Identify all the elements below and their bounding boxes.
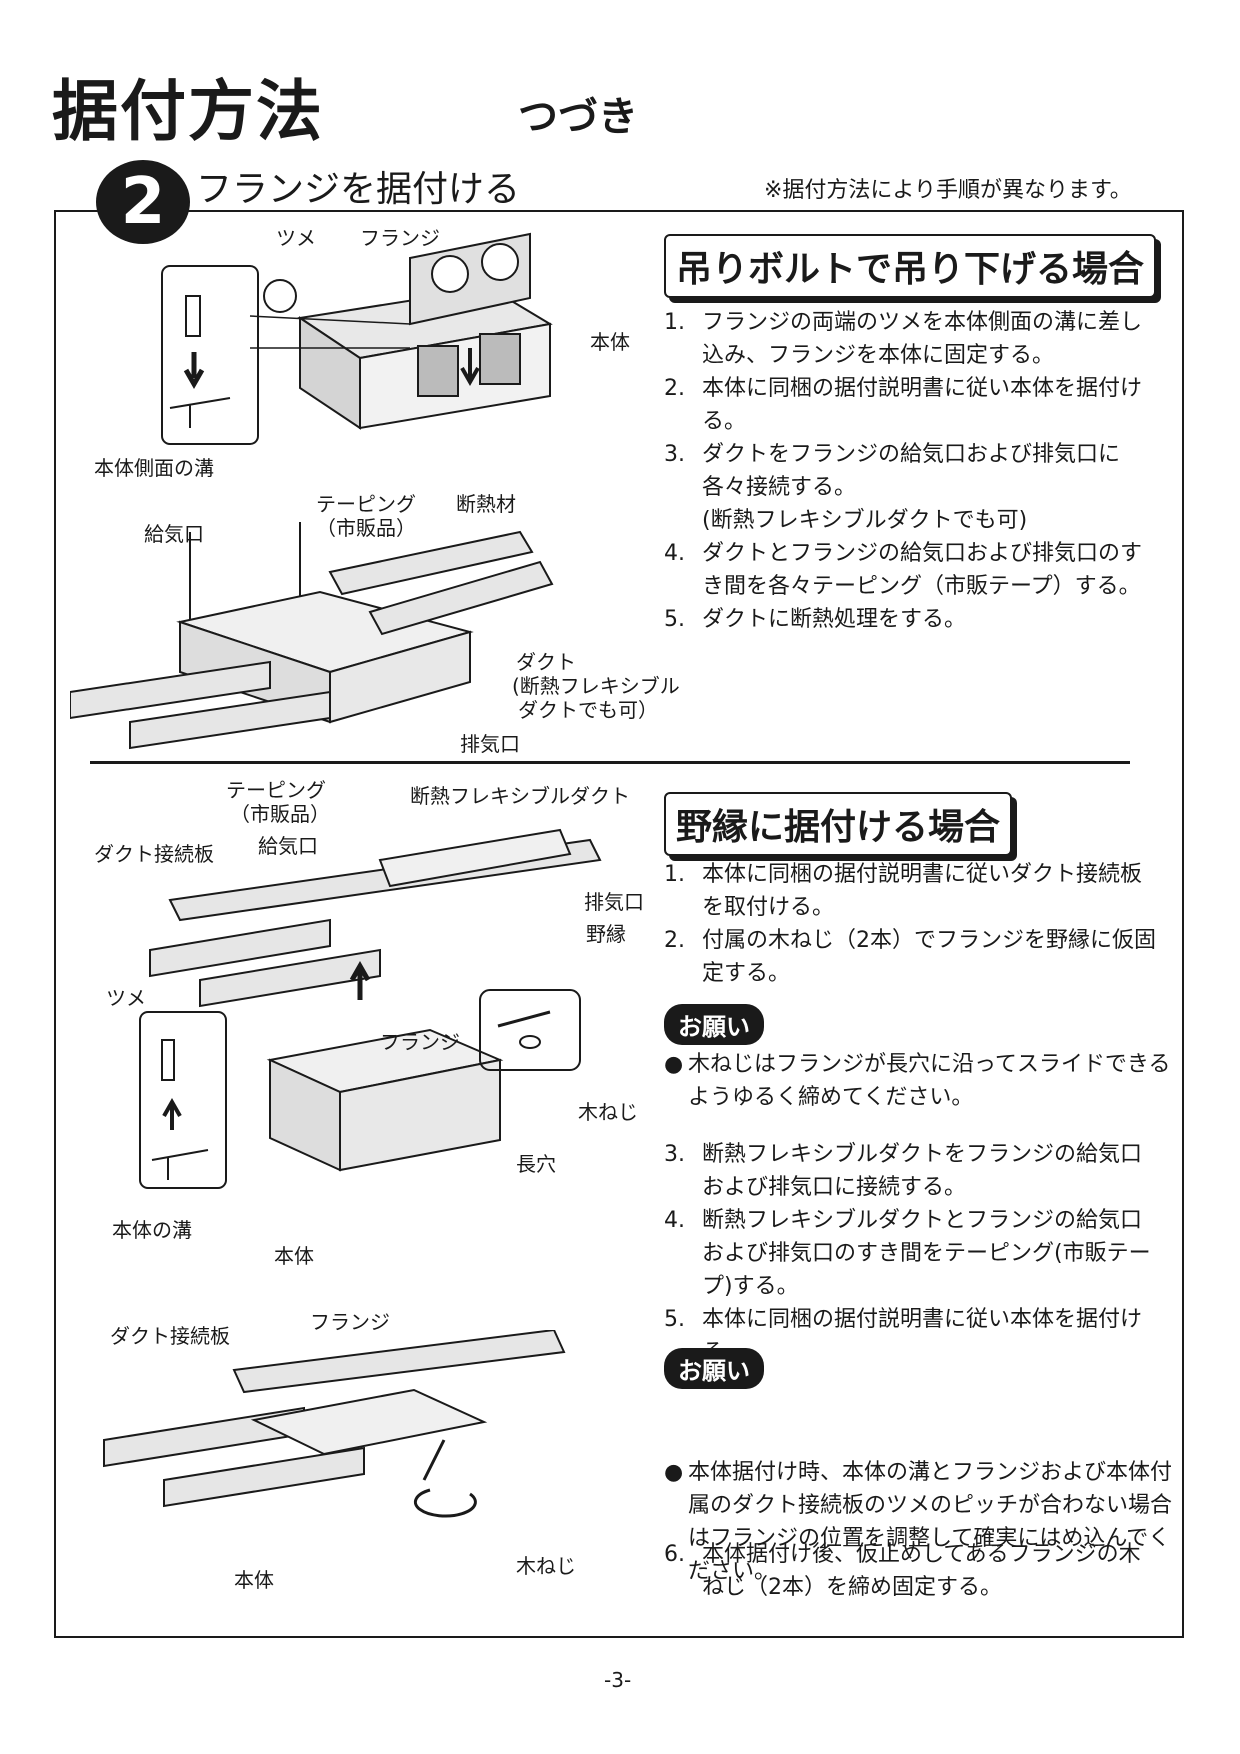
label-dannetsu: 断熱材 [456, 492, 516, 516]
step-note: ※据付方法により手順が異なります。 [764, 178, 1132, 203]
list-item: 4.断熱フレキシブルダクトとフランジの給気口および排気口のすき間をテーピング(市… [664, 1208, 1151, 1299]
notice-badge-2: お願い [664, 1348, 764, 1389]
label-kyuki: 給気口 [144, 522, 204, 546]
label-flange: フランジ [360, 226, 440, 250]
label-flange4: フランジ [310, 1310, 390, 1334]
list-item: 4.ダクトとフランジの給気口および排気口のすき間を各々テーピング（市販テープ）す… [664, 541, 1143, 599]
label-taping: テーピング [316, 492, 416, 516]
label-flange3: フランジ [380, 1030, 460, 1054]
page-number: -3- [604, 1668, 632, 1692]
page-title: 据付方法 [52, 73, 324, 150]
label-hontai-mizo2: 本体の溝 [112, 1218, 192, 1242]
hanging-bolt-diagram [70, 522, 554, 750]
page-subtitle: つづき [518, 94, 638, 140]
label-haiki: 排気口 [460, 732, 520, 756]
section2-steps-c: 6.本体据付け後、仮止めしてあるフランジの木ねじ（2本）を締め固定する。 [664, 1538, 1160, 1604]
label-haiki2: 排気口 [584, 890, 644, 914]
list-item: 1.フランジの両端のツメを本体側面の溝に差し込み、フランジを本体に固定する。 [664, 310, 1143, 368]
label-duct-sub2: ダクトでも可） [518, 698, 658, 722]
label-hontai4: 本体 [234, 1568, 274, 1592]
tsume-detail-diagram [139, 1011, 227, 1189]
list-item: (断熱フレキシブルダクトでも可) [702, 508, 1028, 533]
list-item: 3.断熱フレキシブルダクトをフランジの給気口および排気口に接続する。 [664, 1142, 1143, 1200]
label-mokuneji: 木ねじ [578, 1100, 638, 1124]
noen-final-diagram [103, 1330, 566, 1518]
step-title: フランジを据付ける [196, 169, 521, 210]
label-taping2: テーピング [226, 778, 326, 802]
section1-heading: 吊りボルトで吊り下げる場合 [664, 234, 1157, 298]
label-duct-plate2: ダクト接続板 [110, 1324, 230, 1348]
label-taping2-sub: （市販品） [230, 802, 330, 826]
list-item: 2.付属の木ねじ（2本）でフランジを野縁に仮固定する。 [664, 928, 1156, 986]
section-divider [90, 761, 1130, 764]
list-item: 5.ダクトに断熱処理をする。 [664, 607, 967, 632]
section2-heading: 野縁に据付ける場合 [664, 792, 1013, 856]
section2-steps-a: 1.本体に同梱の据付説明書に従いダクト接続板を取付ける。 2.付属の木ねじ（2本… [664, 858, 1160, 990]
label-tsume: ツメ [276, 226, 316, 250]
noen-install-diagram [149, 828, 602, 1172]
section1-steps: 1.フランジの両端のツメを本体側面の溝に差し込み、フランジを本体に固定する。 2… [664, 306, 1160, 636]
section2-steps-b: 3.断熱フレキシブルダクトをフランジの給気口および排気口に接続する。 4.断熱フ… [664, 1138, 1160, 1369]
label-hontai3: 本体 [274, 1244, 314, 1268]
notice-badge-1: お願い [664, 1004, 764, 1045]
label-flex-duct: 断熱フレキシブルダクト [410, 784, 630, 808]
label-nagaana: 長穴 [516, 1152, 556, 1176]
step-number-badge: 2 [96, 160, 190, 244]
label-hontai: 本体 [590, 330, 630, 354]
label-mokuneji2: 木ねじ [516, 1554, 576, 1578]
list-item: 2.本体に同梱の据付説明書に従い本体を据付ける。 [664, 376, 1143, 434]
label-kyuki2: 給気口 [258, 834, 318, 858]
label-duct-sub1: (断熱フレキシブル [512, 674, 680, 698]
label-hontai-mizo: 本体側面の溝 [94, 456, 214, 480]
list-item: 6.本体据付け後、仮止めしてあるフランジの木ねじ（2本）を締め固定する。 [664, 1542, 1141, 1600]
list-item: 1.本体に同梱の据付説明書に従いダクト接続板を取付ける。 [664, 862, 1143, 920]
flange-attach-diagram [161, 232, 553, 445]
content-frame [54, 210, 1184, 1638]
label-noen: 野縁 [586, 922, 626, 946]
label-tsume2: ツメ [106, 986, 146, 1010]
notice-text-1: ●木ねじはフランジが長穴に沿ってスライドできるようゆるく締めてください。 [664, 1052, 1171, 1110]
label-duct: ダクト [516, 650, 576, 674]
label-taping-sub: （市販品） [316, 516, 416, 540]
list-item: 3.ダクトをフランジの給気口および排気口に各々接続する。 [664, 442, 1121, 500]
notice-text-2: ●本体据付け時、本体の溝とフランジおよび本体付属のダクト接続板のツメのピッチが合… [664, 1460, 1173, 1584]
label-duct-plate: ダクト接続板 [94, 842, 214, 866]
